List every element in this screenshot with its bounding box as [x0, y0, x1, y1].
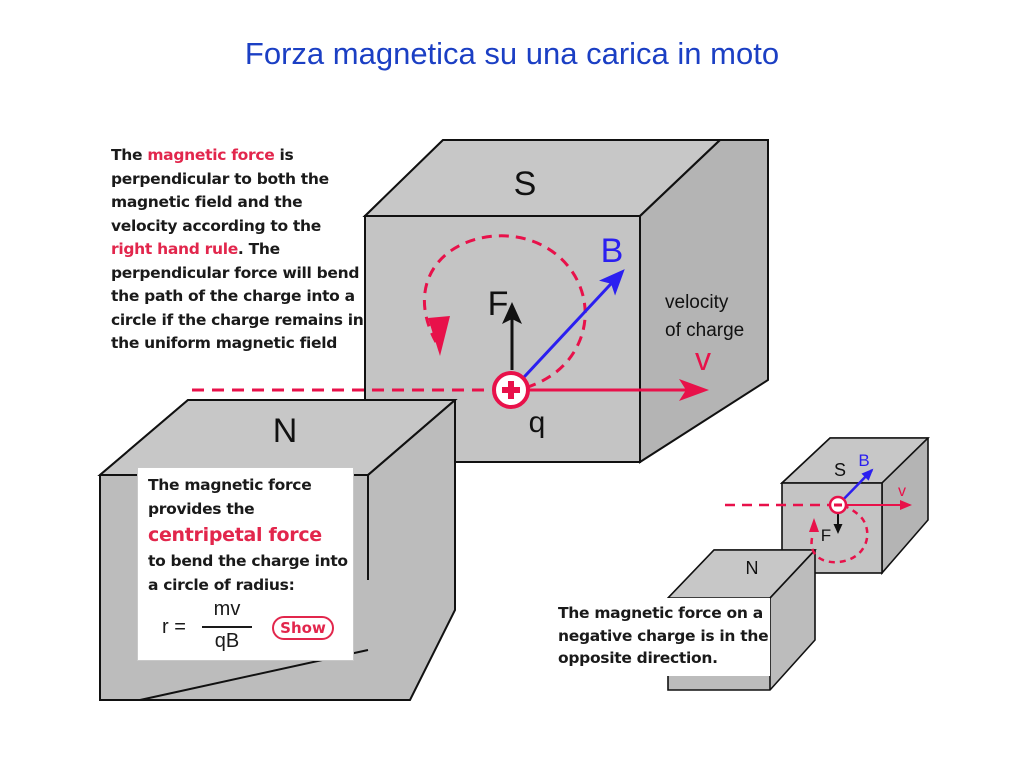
formula-denominator: qB: [214, 630, 240, 652]
south-magnet: [362, 139, 769, 464]
main-caption-part3: . The perpendicular force will bend the …: [111, 240, 364, 352]
formula-lhs: r =: [162, 616, 186, 638]
magnetic-force-highlight: magnetic force: [147, 146, 275, 164]
show-button[interactable]: Show: [272, 616, 334, 640]
positive-charge: [492, 371, 530, 409]
small-velocity-label: v: [898, 483, 906, 500]
field-label: B: [601, 232, 624, 270]
slide-title: Forza magnetica su una carica in moto: [244, 36, 780, 71]
charge-label: q: [529, 406, 546, 439]
small-field-label: B: [858, 451, 869, 470]
main-caption: The magnetic force is perpendicular to b…: [111, 144, 366, 356]
negative-charge: [828, 495, 848, 515]
velocity-description-line2: of charge: [665, 320, 744, 341]
velocity-description-line1: velocity: [665, 292, 729, 313]
force-label: F: [488, 285, 509, 323]
formula-fraction-bar: [202, 626, 252, 628]
small-force-label: F: [821, 526, 831, 545]
small-south-label: S: [834, 460, 846, 480]
right-hand-rule-highlight: right hand rule: [111, 240, 238, 258]
main-caption-part2: is perpendicular to both the magnetic fi…: [111, 146, 329, 235]
circular-path-dashed: [423, 234, 587, 390]
centripetal-force-highlight: centripetal force: [148, 524, 322, 546]
negative-caption-background: [552, 598, 770, 676]
small-south-magnet: [779, 437, 930, 576]
centripetal-line4: a circle of radius:: [148, 576, 295, 594]
centripetal-line1: The magnetic force: [148, 476, 312, 494]
centripetal-line3: to bend the charge into: [148, 552, 348, 570]
velocity-label: v: [695, 341, 711, 377]
centripetal-line2: provides the: [148, 500, 255, 518]
main-caption-part1: The: [111, 146, 148, 164]
circular-path-arrowhead: [428, 316, 450, 356]
radius-formula: r = mv qB Show: [162, 598, 342, 658]
formula-numerator: mv: [213, 598, 241, 620]
small-circular-path-dashed: [810, 503, 869, 564]
negative-charge-caption: The magnetic force on a negative charge …: [558, 604, 769, 667]
small-north-label: N: [746, 558, 759, 578]
south-label: S: [514, 165, 537, 203]
small-circular-path-arrowhead: [809, 518, 819, 532]
centripetal-force-box: The magnetic force provides the centripe…: [137, 467, 354, 661]
field-arrow: [510, 269, 625, 392]
north-label: N: [273, 412, 298, 450]
